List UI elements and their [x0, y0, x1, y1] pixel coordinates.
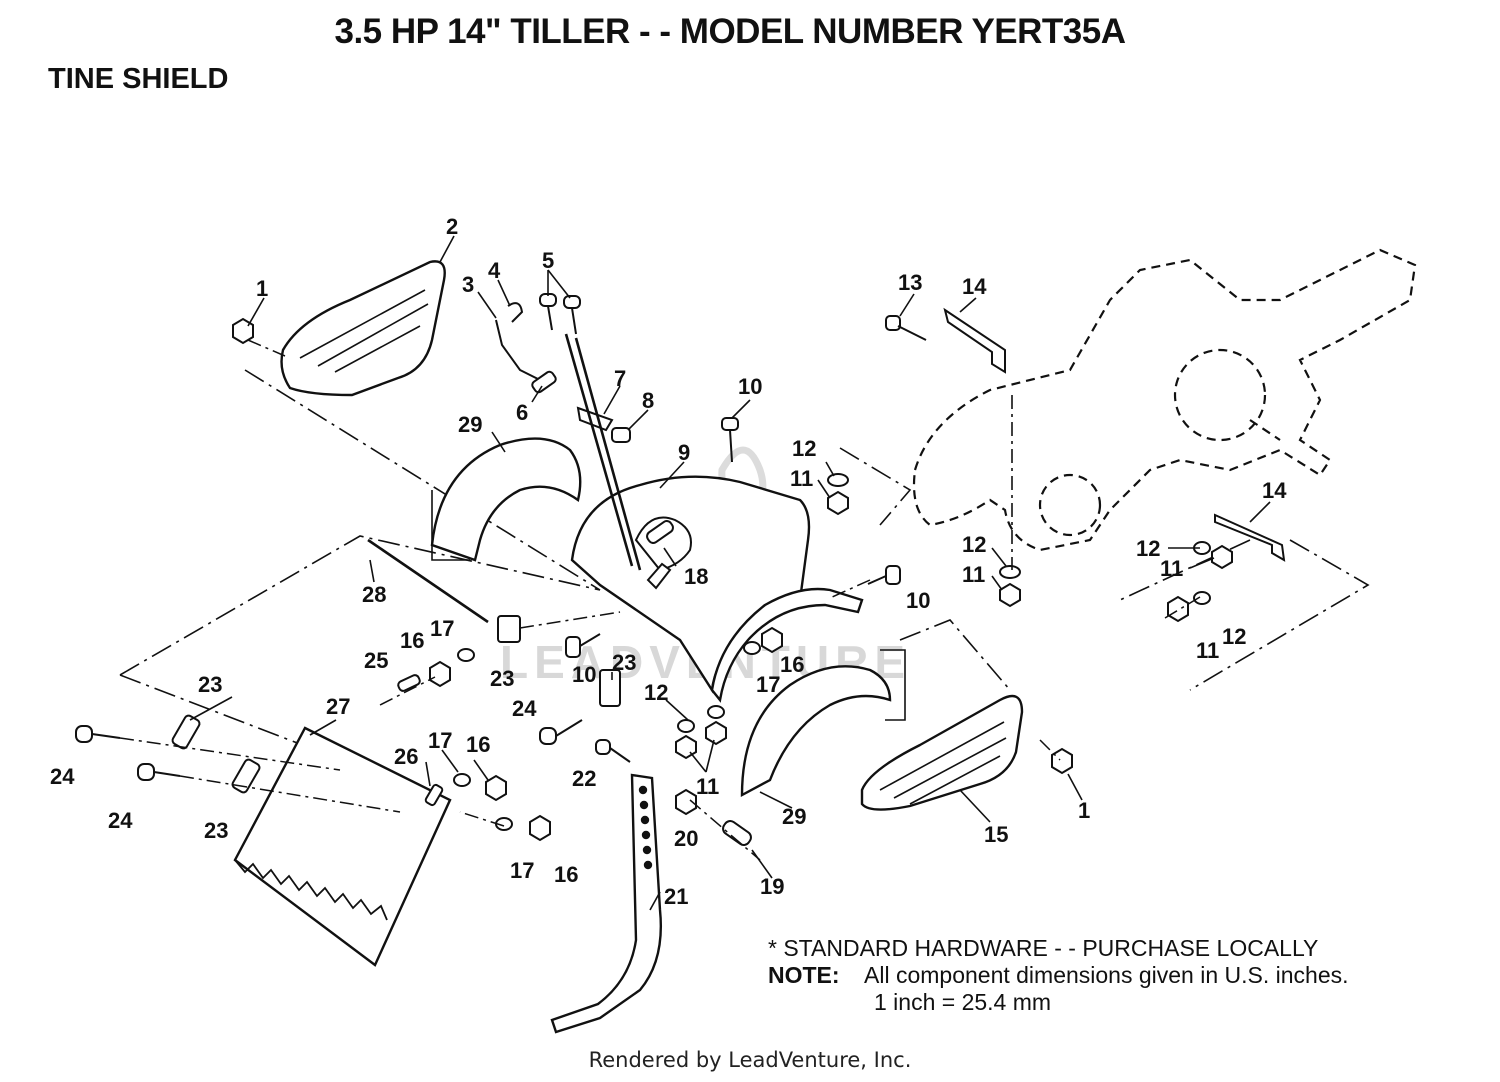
- callout-17-right: 17: [756, 672, 780, 697]
- callout-23-b: 23: [612, 650, 636, 675]
- callout-5: 5: [542, 248, 554, 273]
- note-label: NOTE:: [768, 962, 840, 988]
- hardware-parts: [75, 293, 1233, 846]
- callout-15: 15: [984, 822, 1008, 847]
- callout-20: 20: [674, 826, 698, 851]
- tine-shield-right: [860, 694, 1024, 811]
- diagram-title: 3.5 HP 14" TILLER - - MODEL NUMBER YERT3…: [334, 12, 1126, 51]
- callout-21: 21: [664, 884, 688, 909]
- callout-6: 6: [516, 400, 528, 425]
- callout-10-top: 10: [738, 374, 762, 399]
- callout-3: 3: [462, 272, 474, 297]
- callout-11-center: 11: [962, 562, 985, 587]
- callout-28: 28: [362, 582, 386, 607]
- callout-17-mid: 17: [428, 728, 452, 753]
- section-title: TINE SHIELD: [48, 63, 229, 95]
- callout-11-upper: 11: [790, 466, 813, 491]
- footer-credit: Rendered by LeadVenture, Inc.: [588, 1048, 912, 1072]
- mounting-bracket-lower: [1214, 513, 1286, 562]
- callout-8: 8: [642, 388, 654, 413]
- note-text: All component dimensions given in U.S. i…: [864, 962, 1349, 988]
- callout-16-mid: 16: [466, 732, 490, 757]
- callout-26: 26: [394, 744, 418, 769]
- callout-24-b: 24: [108, 808, 133, 833]
- depth-stake: [550, 773, 662, 1034]
- callout-1-right: 1: [1078, 798, 1090, 823]
- callout-14-lower: 14: [1262, 478, 1287, 503]
- callout-18: 18: [684, 564, 708, 589]
- side-flap-right: [740, 649, 906, 798]
- callout-16-right: 16: [780, 652, 804, 677]
- callout-16-left: 16: [400, 628, 424, 653]
- rear-flap: [233, 726, 452, 967]
- callout-19: 19: [760, 874, 784, 899]
- callout-24-c: 24: [512, 696, 537, 721]
- callout-25: 25: [364, 648, 388, 673]
- callout-12-bottom: 12: [1222, 624, 1246, 649]
- callout-23-c: 23: [198, 672, 222, 697]
- mounting-bracket-upper: [943, 307, 1006, 374]
- tine-shield-left: [280, 260, 446, 397]
- callout-13: 13: [898, 270, 922, 295]
- callout-labels: 1 2 3 4 5 6 7 8 29 9 10 18 28 25 16 17 2…: [50, 214, 1287, 909]
- standard-hardware-note: * STANDARD HARDWARE - - PURCHASE LOCALLY: [768, 935, 1319, 961]
- callout-22: 22: [572, 766, 596, 791]
- callout-11-mid: 11: [696, 774, 719, 799]
- callout-2: 2: [446, 214, 458, 239]
- assembly-guide-lines: [119, 339, 1201, 861]
- callout-11-bottom: 11: [1196, 638, 1219, 663]
- callout-24-a: 24: [50, 764, 75, 789]
- callout-12-center: 12: [962, 532, 986, 557]
- callout-10-mid: 10: [572, 662, 596, 687]
- callout-27: 27: [326, 694, 350, 719]
- callout-4: 4: [488, 258, 501, 283]
- callout-11-lower: 11: [1160, 556, 1183, 581]
- tiller-frame-outline: [912, 248, 1417, 552]
- callout-23-a: 23: [490, 666, 514, 691]
- callout-9: 9: [678, 440, 690, 465]
- callout-12-lower: 12: [1136, 536, 1160, 561]
- notes-block: * STANDARD HARDWARE - - PURCHASE LOCALLY…: [768, 935, 1349, 1016]
- callout-16-low: 16: [554, 862, 578, 887]
- tine-hood: [570, 475, 864, 703]
- callout-29-right: 29: [782, 804, 806, 829]
- callout-17-low: 17: [510, 858, 534, 883]
- side-flap-left: [430, 437, 582, 562]
- callout-12-mid: 12: [644, 680, 668, 705]
- callout-1: 1: [256, 276, 268, 301]
- callout-10-right: 10: [906, 588, 930, 613]
- callout-leader-lines: [189, 235, 1271, 911]
- callout-23-d: 23: [204, 818, 228, 843]
- dimension-note: NOTE: All component dimensions given in U…: [768, 962, 1349, 989]
- callout-29-left: 29: [458, 412, 482, 437]
- callout-14-upper: 14: [962, 274, 987, 299]
- callout-17-left: 17: [430, 616, 454, 641]
- callout-7: 7: [614, 366, 626, 391]
- conversion-note: 1 inch = 25.4 mm: [874, 989, 1052, 1015]
- rods: [367, 333, 1013, 624]
- callout-12-upper: 12: [792, 436, 816, 461]
